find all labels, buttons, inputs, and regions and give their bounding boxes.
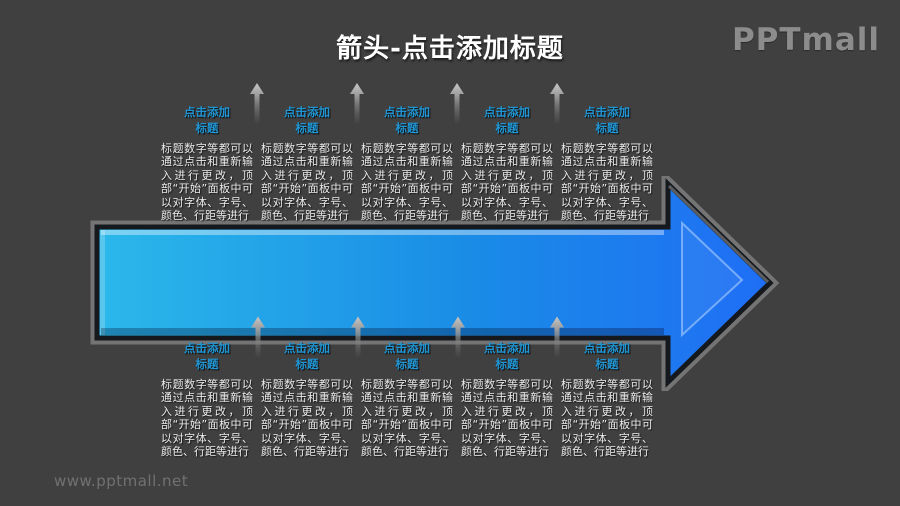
block-heading[interactable]: 点击添加标题 xyxy=(561,104,653,136)
up-arrow-icon xyxy=(251,316,265,357)
heading-line1: 点击添加 xyxy=(484,341,530,355)
bottom-block-5[interactable]: 点击添加标题 标题数字等都可以通过点击和重新输入进行更改，顶部“开始”面板中可以… xyxy=(561,340,653,459)
heading-line2: 标题 xyxy=(195,357,219,371)
heading-line2: 标题 xyxy=(295,357,319,371)
block-body-text[interactable]: 标题数字等都可以通过点击和重新输入进行更改，顶部“开始”面板中可以对字体、字号、… xyxy=(361,142,453,223)
heading-line2: 标题 xyxy=(195,121,219,135)
up-arrow-icon xyxy=(250,83,264,123)
heading-line1: 点击添加 xyxy=(384,341,430,355)
bottom-block-2[interactable]: 点击添加标题 标题数字等都可以通过点击和重新输入进行更改，顶部“开始”面板中可以… xyxy=(261,340,353,459)
heading-line1: 点击添加 xyxy=(284,105,330,119)
bottom-block-3[interactable]: 点击添加标题 标题数字等都可以通过点击和重新输入进行更改，顶部“开始”面板中可以… xyxy=(361,340,453,459)
arrow-head-inner-triangle xyxy=(681,220,744,338)
heading-line1: 点击添加 xyxy=(184,341,230,355)
arrow-left-bevel xyxy=(100,230,105,335)
heading-line2: 标题 xyxy=(595,357,619,371)
arrow-head-bevel xyxy=(667,184,770,284)
bottom-block-4[interactable]: 点击添加标题 标题数字等都可以通过点击和重新输入进行更改，顶部“开始”面板中可以… xyxy=(461,340,553,459)
block-heading[interactable]: 点击添加标题 xyxy=(561,340,653,372)
heading-line2: 标题 xyxy=(495,357,519,371)
heading-line2: 标题 xyxy=(395,121,419,135)
block-body-text[interactable]: 标题数字等都可以通过点击和重新输入进行更改，顶部“开始”面板中可以对字体、字号、… xyxy=(461,378,553,459)
heading-line2: 标题 xyxy=(295,121,319,135)
top-blocks-row: 点击添加标题 标题数字等都可以通过点击和重新输入进行更改，顶部“开始”面板中可以… xyxy=(161,104,653,223)
heading-line1: 点击添加 xyxy=(184,105,230,119)
up-arrow-icon xyxy=(451,316,465,357)
top-block-3[interactable]: 点击添加标题 标题数字等都可以通过点击和重新输入进行更改，顶部“开始”面板中可以… xyxy=(361,104,453,223)
block-heading[interactable]: 点击添加标题 xyxy=(361,340,453,372)
bottom-block-1[interactable]: 点击添加标题 标题数字等都可以通过点击和重新输入进行更改，顶部“开始”面板中可以… xyxy=(161,340,253,459)
block-body-text[interactable]: 标题数字等都可以通过点击和重新输入进行更改，顶部“开始”面板中可以对字体、字号、… xyxy=(561,378,653,459)
heading-line2: 标题 xyxy=(595,121,619,135)
block-heading[interactable]: 点击添加标题 xyxy=(461,340,553,372)
block-body-text[interactable]: 标题数字等都可以通过点击和重新输入进行更改，顶部“开始”面板中可以对字体、字号、… xyxy=(161,378,253,459)
block-heading[interactable]: 点击添加标题 xyxy=(261,340,353,372)
top-block-4[interactable]: 点击添加标题 标题数字等都可以通过点击和重新输入进行更改，顶部“开始”面板中可以… xyxy=(461,104,553,223)
bottom-blocks-row: 点击添加标题 标题数字等都可以通过点击和重新输入进行更改，顶部“开始”面板中可以… xyxy=(161,340,653,459)
up-arrow-icon xyxy=(550,316,564,357)
main-right-arrow xyxy=(90,176,780,391)
pptmall-logo: PPTmall xyxy=(731,22,880,58)
block-body-text[interactable]: 标题数字等都可以通过点击和重新输入进行更改，顶部“开始”面板中可以对字体、字号、… xyxy=(361,378,453,459)
up-arrow-icon xyxy=(450,83,464,123)
block-heading[interactable]: 点击添加标题 xyxy=(461,104,553,136)
block-body-text[interactable]: 标题数字等都可以通过点击和重新输入进行更改，顶部“开始”面板中可以对字体、字号、… xyxy=(561,142,653,223)
block-heading[interactable]: 点击添加标题 xyxy=(361,104,453,136)
top-block-2[interactable]: 点击添加标题 标题数字等都可以通过点击和重新输入进行更改，顶部“开始”面板中可以… xyxy=(261,104,353,223)
heading-line1: 点击添加 xyxy=(584,105,630,119)
heading-line1: 点击添加 xyxy=(284,341,330,355)
heading-line1: 点击添加 xyxy=(484,105,530,119)
heading-line1: 点击添加 xyxy=(384,105,430,119)
watermark-url: www.pptmall.net xyxy=(54,472,189,490)
up-arrow-icon xyxy=(550,83,564,123)
block-heading[interactable]: 点击添加标题 xyxy=(161,104,253,136)
up-arrow-icon xyxy=(351,316,365,357)
block-heading[interactable]: 点击添加标题 xyxy=(161,340,253,372)
slide-title-placeholder[interactable]: 箭头-点击添加标题 xyxy=(336,34,564,64)
block-body-text[interactable]: 标题数字等都可以通过点击和重新输入进行更改，顶部“开始”面板中可以对字体、字号、… xyxy=(461,142,553,223)
heading-line2: 标题 xyxy=(495,121,519,135)
top-block-1[interactable]: 点击添加标题 标题数字等都可以通过点击和重新输入进行更改，顶部“开始”面板中可以… xyxy=(161,104,253,223)
block-body-text[interactable]: 标题数字等都可以通过点击和重新输入进行更改，顶部“开始”面板中可以对字体、字号、… xyxy=(261,378,353,459)
heading-line2: 标题 xyxy=(395,357,419,371)
block-body-text[interactable]: 标题数字等都可以通过点击和重新输入进行更改，顶部“开始”面板中可以对字体、字号、… xyxy=(261,142,353,223)
heading-line1: 点击添加 xyxy=(584,341,630,355)
block-body-text[interactable]: 标题数字等都可以通过点击和重新输入进行更改，顶部“开始”面板中可以对字体、字号、… xyxy=(161,142,253,223)
top-block-5[interactable]: 点击添加标题 标题数字等都可以通过点击和重新输入进行更改，顶部“开始”面板中可以… xyxy=(561,104,653,223)
up-arrow-icon xyxy=(350,83,364,123)
arrow-bottom-shade xyxy=(101,328,664,335)
block-heading[interactable]: 点击添加标题 xyxy=(261,104,353,136)
arrow-top-bevel xyxy=(101,230,664,235)
